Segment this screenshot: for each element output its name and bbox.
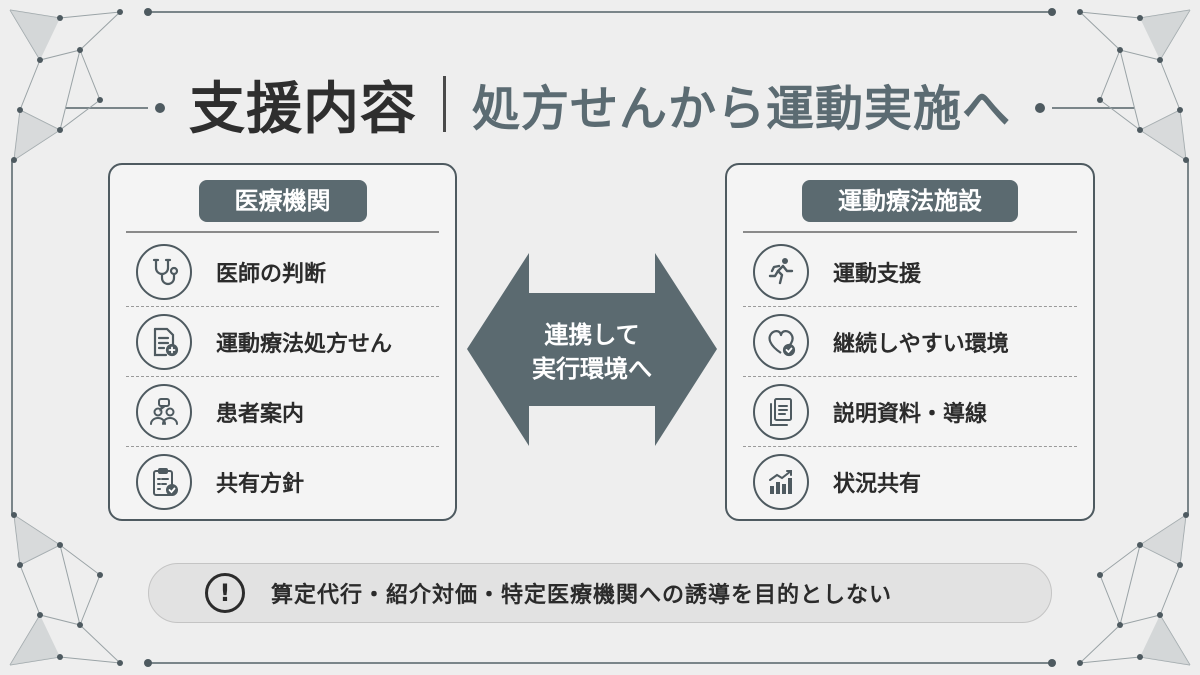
list-item: 状況共有 [743, 447, 1077, 517]
exercise-facility-header: 運動療法施設 [802, 180, 1018, 222]
arrow-label: 連携して 実行環境へ [467, 318, 717, 386]
people-chat-icon [136, 383, 192, 440]
exercise-facility-panel: 運動療法施設 運動支援 継続し [725, 163, 1095, 521]
list-item: 運動療法処方せん [126, 307, 439, 377]
page-subtitle: 処方せんから運動実施へ [471, 81, 1011, 137]
prescription-document-icon [136, 313, 192, 370]
exclamation-icon: ! [205, 573, 245, 613]
item-label: 共有方針 [216, 472, 305, 497]
item-label: 医師の判断 [216, 261, 327, 287]
item-label: 状況共有 [833, 472, 922, 497]
stethoscope-icon [136, 243, 192, 300]
item-label: 患者案内 [216, 401, 305, 427]
disclaimer-note: ! 算定代行・紹介対価・特定医療機関への誘導を目的としない [148, 563, 1052, 623]
panel-divider [126, 231, 439, 233]
list-item: 医師の判断 [126, 237, 439, 307]
item-label: 継続しやすい環境 [833, 331, 1009, 357]
clipboard-check-icon [136, 454, 192, 510]
medical-institution-header: 医療機関 [198, 180, 367, 222]
item-label: 説明資料・導線 [833, 401, 988, 427]
documents-icon [753, 383, 809, 440]
item-label: 運動療法処方せん [216, 331, 393, 357]
panel-divider [743, 231, 1077, 233]
bar-chart-trend-icon [753, 454, 809, 510]
arrow-label-line1: 連携して [544, 321, 640, 349]
running-person-icon [753, 243, 809, 300]
page-title: 支援内容 [188, 76, 417, 142]
arrow-label-line2: 実行環境へ [532, 355, 652, 383]
list-item: 共有方針 [126, 447, 439, 517]
double-arrow [467, 253, 717, 446]
medical-institution-panel: 医療機関 医師の判断 [108, 163, 457, 521]
list-item: 説明資料・導線 [743, 377, 1077, 447]
heart-check-icon [753, 313, 809, 370]
list-item: 患者案内 [126, 377, 439, 447]
list-item: 継続しやすい環境 [743, 307, 1077, 377]
disclaimer-text: 算定代行・紹介対価・特定医療機関への誘導を目的としない [271, 583, 893, 608]
title-divider [442, 76, 446, 132]
title-row: 支援内容 処方せんから運動実施へ [0, 64, 1200, 144]
list-item: 運動支援 [743, 237, 1077, 307]
item-label: 運動支援 [833, 261, 922, 287]
